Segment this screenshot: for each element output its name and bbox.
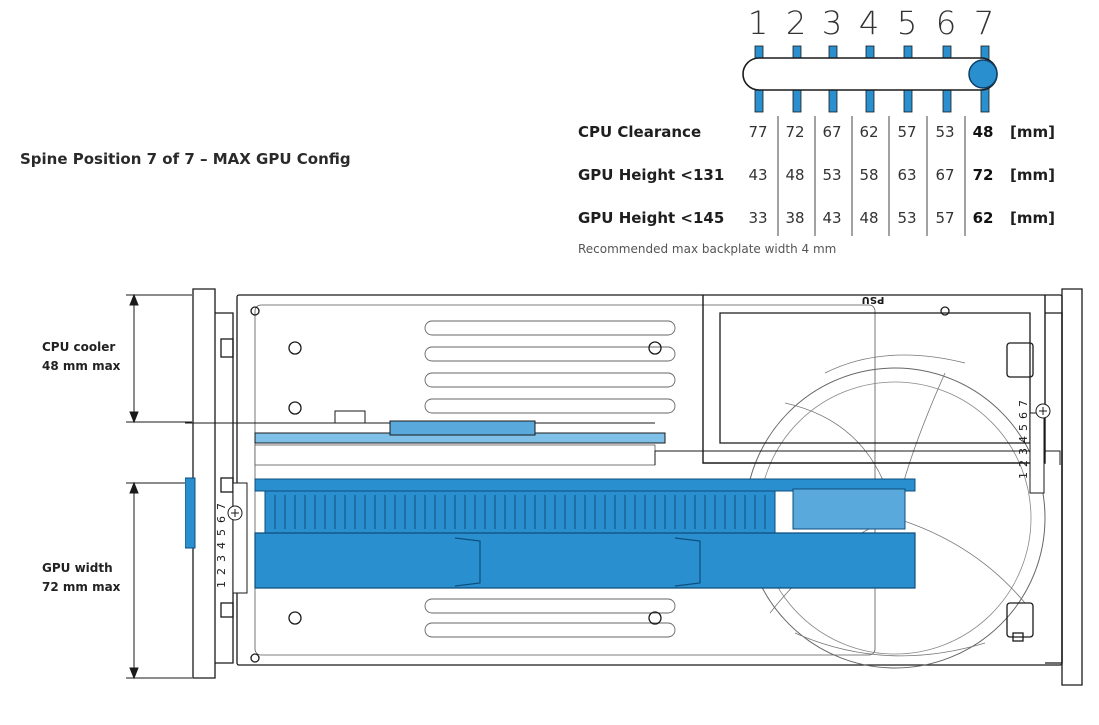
- gpu-width-dimension-label: GPU width 72 mm max: [42, 559, 120, 597]
- left-rail-number-6: 6: [215, 516, 228, 523]
- position-label-5: 5: [896, 4, 918, 42]
- right-rail-number-1: 1: [1017, 472, 1030, 479]
- gpu: [185, 477, 916, 589]
- right-rail-number-7: 7: [1017, 400, 1030, 407]
- gpu-height-131-pos-4: 58: [859, 166, 879, 184]
- gpu-height-145-pos-4: 48: [859, 209, 879, 227]
- gpu-height-131-pos-6: 67: [935, 166, 955, 184]
- gpu-height-145-pos-2: 38: [785, 209, 805, 227]
- left-panel: [192, 288, 216, 679]
- cpu-cooler-dimension-label: CPU cooler 48 mm max: [42, 338, 120, 376]
- cpu-cooler-label-line1: CPU cooler: [42, 340, 116, 354]
- right-rail-number-5: 5: [1017, 424, 1030, 431]
- gpu-height-131-unit: [mm]: [1010, 166, 1055, 184]
- cpu-clearance-pos-4: 62: [859, 123, 879, 141]
- left-spine-rail: [227, 482, 248, 594]
- gpu-width-label-line2: 72 mm max: [42, 580, 121, 594]
- left-rail-number-5: 5: [215, 529, 228, 536]
- gpu-power-connector: [792, 488, 906, 530]
- left-rail-number-3: 3: [215, 555, 228, 562]
- slider-ticks-bottom: [754, 87, 990, 113]
- position-label-6: 6: [935, 4, 957, 42]
- gpu-height-145-pos-6: 57: [935, 209, 955, 227]
- gpu-height-131-pos-3: 53: [822, 166, 842, 184]
- cpu-clearance-pos-2: 72: [785, 123, 805, 141]
- position-label-3: 3: [821, 4, 843, 42]
- cpu-clearance-pos-1: 77: [748, 123, 768, 141]
- dimension-arrows: [126, 293, 192, 680]
- psu-label: PSU: [862, 294, 885, 305]
- position-label-2: 2: [785, 4, 807, 42]
- slider-ticks-top: [754, 45, 990, 63]
- right-spine-rail: [1029, 403, 1051, 494]
- cpu-clearance-pos-6: 53: [935, 123, 955, 141]
- row-label-cpu-clearance: CPU Clearance: [578, 123, 702, 141]
- right-rail-number-4: 4: [1017, 436, 1030, 443]
- psu-bracket: [702, 295, 1046, 464]
- right-rail-numbers: 1 2 3 4 5 6 7: [1017, 400, 1030, 479]
- cpu-clearance-pos-3: 67: [822, 123, 842, 141]
- position-label-1: 1: [747, 4, 769, 42]
- gpu-height-131-pos-7: 72: [972, 166, 994, 184]
- slider-thumb[interactable]: [968, 59, 998, 89]
- gpu-shroud: [254, 532, 916, 589]
- position-label-7: 7: [973, 4, 995, 42]
- cpu-cooler-label-line2: 48 mm max: [42, 359, 121, 373]
- row-label-gpu-height-145: GPU Height <145: [578, 209, 725, 227]
- page-title: Spine Position 7 of 7 – MAX GPU Config: [20, 150, 351, 168]
- left-rail-number-1: 1: [215, 581, 228, 588]
- gpu-height-145-pos-1: 33: [748, 209, 768, 227]
- backplate-note: Recommended max backplate width 4 mm: [578, 242, 837, 256]
- gpu-height-145-pos-7: 62: [972, 209, 994, 227]
- gpu-height-145-pos-5: 53: [897, 209, 917, 227]
- left-rail-numbers: 1 2 3 4 5 6 7: [215, 503, 228, 588]
- table-grid: [777, 116, 966, 236]
- cpu-clearance-pos-5: 57: [897, 123, 917, 141]
- gpu-height-131-pos-2: 48: [785, 166, 805, 184]
- gpu-height-131-pos-1: 43: [748, 166, 768, 184]
- right-panel: [1061, 288, 1083, 686]
- case-diagram: PSU 1 2 3 4 5 6 7 1 2 3 4 5 6 7: [185, 288, 1083, 686]
- slider-track: [742, 57, 998, 91]
- left-rail-number-4: 4: [215, 542, 228, 549]
- position-label-4: 4: [858, 4, 880, 42]
- row-label-gpu-height-131: GPU Height <131: [578, 166, 725, 184]
- right-rail-number-6: 6: [1017, 412, 1030, 419]
- gpu-height-145-unit: [mm]: [1010, 209, 1055, 227]
- gpu-height-131-pos-5: 63: [897, 166, 917, 184]
- gpu-width-label-line1: GPU width: [42, 561, 113, 575]
- spine-position-slider[interactable]: [740, 40, 1000, 120]
- left-rail-number-2: 2: [215, 568, 228, 575]
- cpu-clearance-pos-7: 48: [972, 123, 994, 141]
- left-rail-number-7: 7: [215, 503, 228, 510]
- gpu-height-145-pos-3: 43: [822, 209, 842, 227]
- motherboard: [254, 410, 1061, 466]
- right-rail-number-2: 2: [1017, 460, 1030, 467]
- cpu-clearance-unit: [mm]: [1010, 123, 1055, 141]
- right-rail-number-3: 3: [1017, 448, 1030, 455]
